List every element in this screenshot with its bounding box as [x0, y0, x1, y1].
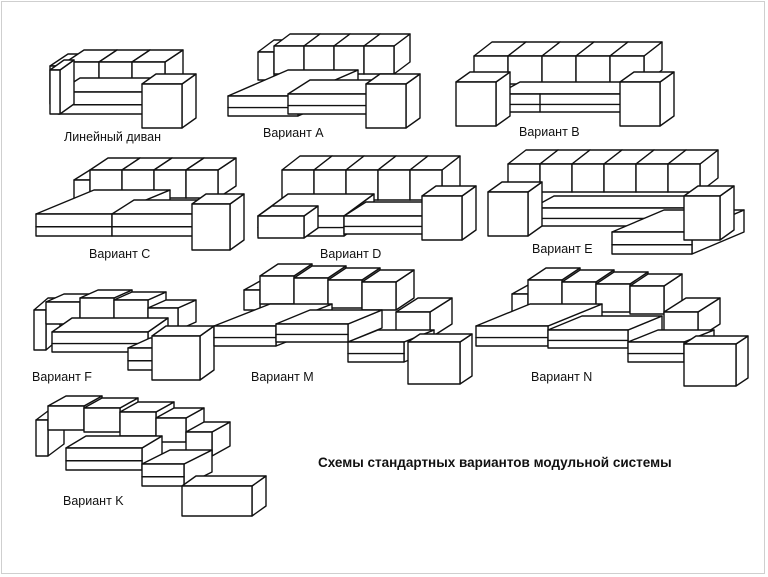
sofa-variant-f: [33, 289, 215, 381]
label-variant-f: Вариант F: [32, 370, 92, 384]
sofa-variant-a: [227, 33, 421, 129]
label-linear: Линейный диван: [64, 130, 161, 144]
label-variant-a: Вариант A: [263, 126, 324, 140]
label-variant-d: Вариант D: [320, 247, 382, 261]
label-variant-n: Вариант N: [531, 370, 593, 384]
label-variant-m: Вариант M: [251, 370, 314, 384]
sofa-variant-m: [213, 263, 473, 385]
sofa-variant-b: [455, 41, 675, 127]
page-title: Схемы стандартных вариантов модульной си…: [318, 455, 672, 470]
sofa-linear: [49, 49, 197, 129]
label-variant-c: Вариант C: [89, 247, 151, 261]
sofa-variant-d: [257, 155, 477, 241]
sofa-variant-n: [475, 267, 749, 387]
sofa-variant-c: [35, 157, 245, 251]
label-variant-k: Вариант K: [63, 494, 124, 508]
sofa-variant-k: [35, 395, 267, 517]
label-variant-b: Вариант B: [519, 125, 580, 139]
label-variant-e: Вариант E: [532, 242, 593, 256]
sofa-variant-e: [487, 149, 745, 255]
